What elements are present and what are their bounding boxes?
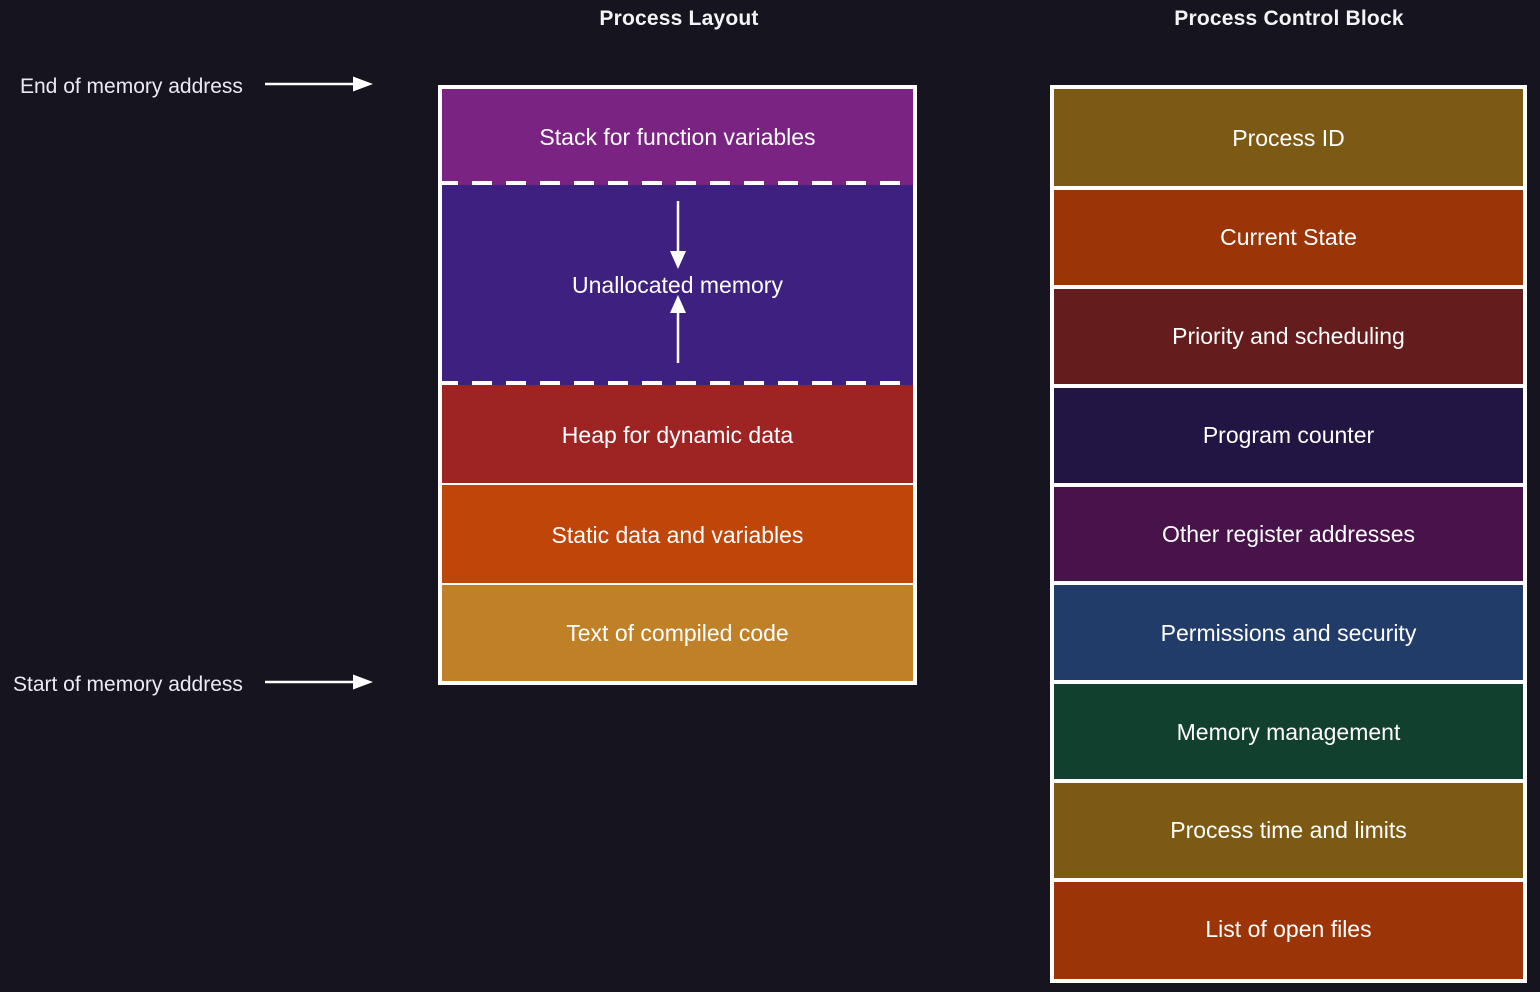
arrow-up-icon [667, 293, 689, 369]
pcb-row-label: Process time and limits [1170, 817, 1407, 844]
pcb-row: List of open files [1050, 878, 1527, 980]
memory-segment-heap-label: Heap for dynamic data [561, 421, 794, 448]
pcb-row: Process time and limits [1050, 779, 1527, 881]
dashed-divider-stack-bottom [442, 181, 913, 185]
pcb-row: Current State [1050, 185, 1527, 287]
pcb-row-label: Memory management [1176, 718, 1401, 745]
memory-segment-text: Text of compiled code [442, 585, 913, 681]
divider-static-bottom [442, 583, 913, 585]
pcb-row: Other register addresses [1050, 482, 1527, 584]
divider-heap-bottom [442, 483, 913, 485]
pcb-row-label: Priority and scheduling [1172, 323, 1405, 349]
pcb-row-label: Other register addresses [1161, 520, 1416, 547]
annotation-start-of-memory-label: Start of memory address [13, 672, 243, 696]
process-control-block-diagram: Process ID Current State Priority and sc… [1050, 85, 1527, 983]
arrow-right-icon [264, 672, 377, 697]
pcb-row: Process ID [1054, 89, 1523, 188]
pcb-row-label: List of open files [1205, 916, 1372, 943]
arrow-right-icon [264, 74, 377, 99]
pcb-row: Permissions and security [1050, 581, 1527, 683]
memory-segment-static-data: Static data and variables [442, 485, 913, 585]
pcb-row-label: Process ID [1232, 125, 1345, 152]
annotation-end-of-memory-label: End of memory address [20, 74, 243, 98]
pcb-row-label: Current State [1220, 224, 1357, 251]
pcb-row: Memory management [1050, 680, 1527, 782]
annotation-end-of-memory: End of memory address [20, 69, 377, 103]
pcb-row: Priority and scheduling [1050, 284, 1527, 386]
arrow-down-icon [667, 201, 689, 277]
page-title-process-control-block: Process Control Block [1174, 7, 1404, 30]
memory-segment-static-data-label: Static data and variables [551, 521, 804, 548]
page-title-process-layout: Process Layout [599, 7, 759, 30]
memory-segment-stack: Stack for function variables [442, 89, 913, 185]
pcb-row: Program counter [1050, 383, 1527, 485]
memory-segment-stack-label: Stack for function variables [539, 123, 816, 150]
annotation-start-of-memory: Start of memory address [13, 667, 377, 701]
memory-segment-unallocated-label: Unallocated memory [572, 271, 783, 298]
pcb-row-label: Permissions and security [1160, 619, 1417, 646]
memory-segment-heap: Heap for dynamic data [442, 385, 913, 485]
process-layout-diagram: Stack for function variables Unallocated… [438, 85, 917, 685]
dashed-divider-unallocated-bottom [442, 381, 913, 385]
memory-segment-text-label: Text of compiled code [566, 619, 789, 646]
pcb-row-label: Program counter [1202, 421, 1375, 448]
memory-segment-unallocated: Unallocated memory [442, 185, 913, 385]
